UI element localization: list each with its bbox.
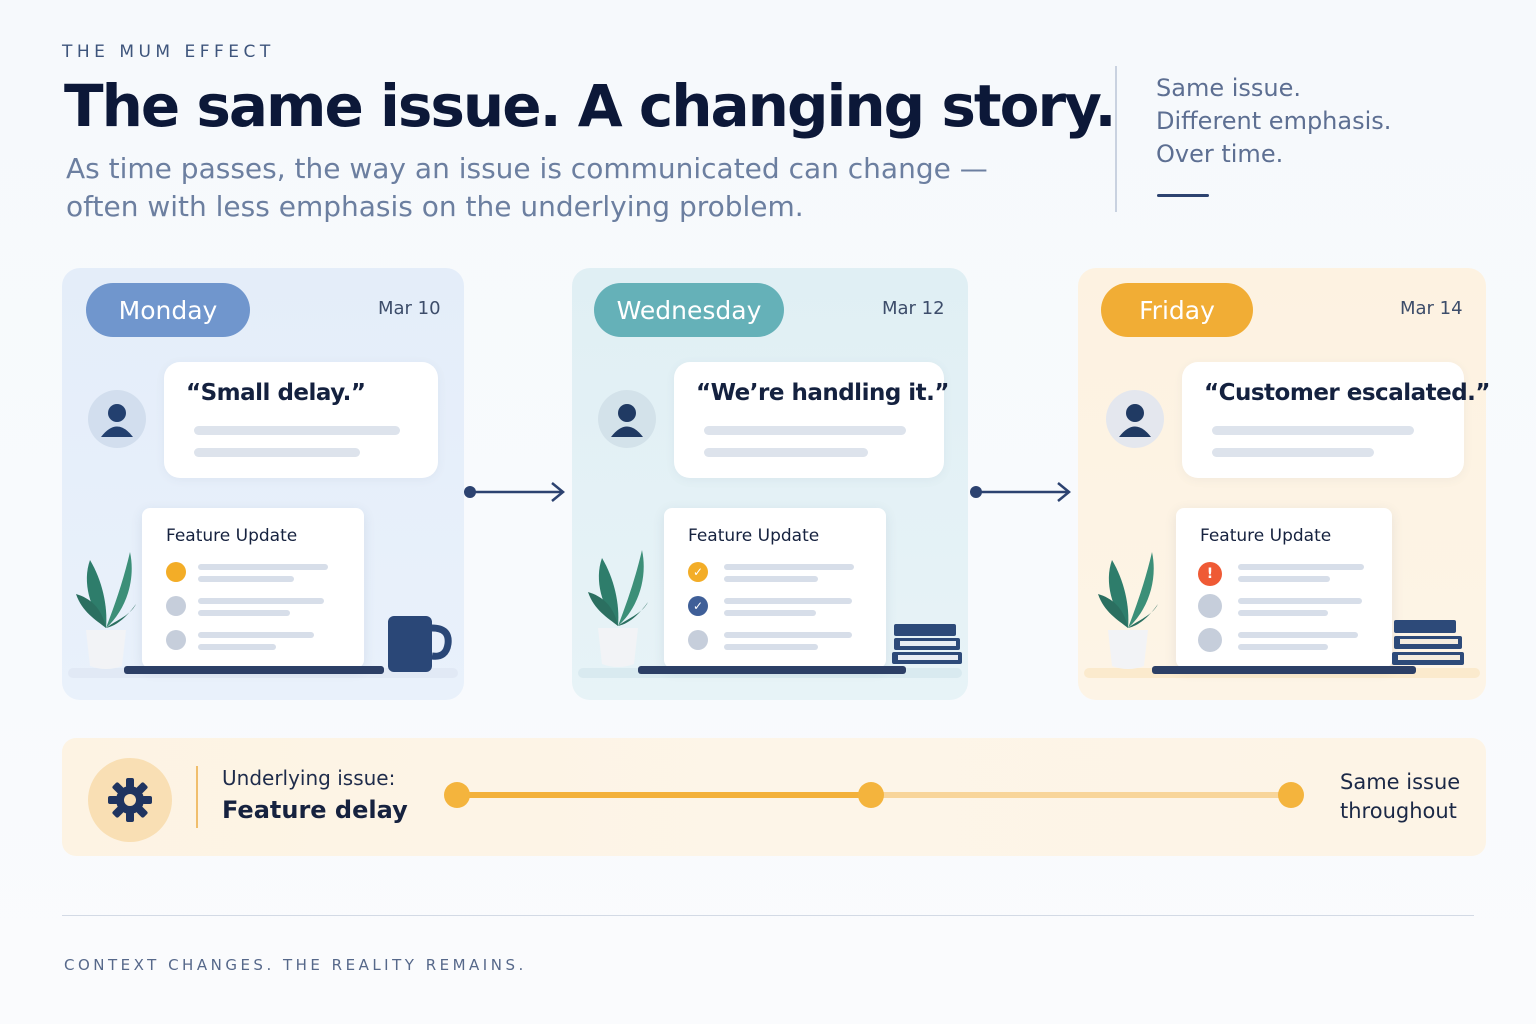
neutral-status-dot: [166, 596, 186, 616]
neutral-status-dot: [1198, 594, 1222, 618]
day-date: Mar 10: [378, 298, 441, 319]
page-title: The same issue. A changing story.: [64, 72, 1117, 140]
doc-title: Feature Update: [688, 526, 820, 546]
text-placeholder: [1212, 426, 1414, 435]
check-icon: ✓: [688, 562, 708, 582]
line-placeholder: [198, 576, 294, 582]
feature-update-doc: Feature Update !: [1176, 508, 1392, 668]
neutral-status-dot: [1198, 628, 1222, 652]
day-card-monday: Monday Mar 10 “Small delay.” Feature Upd…: [62, 268, 464, 700]
timeline-track: [872, 792, 1292, 798]
line-placeholder: [1238, 564, 1364, 570]
text-placeholder: [1212, 448, 1374, 457]
page-subtitle: As time passes, the way an issue is comm…: [66, 150, 1026, 226]
mug-icon: [388, 616, 452, 672]
issue-summary-line-2: throughout: [1340, 799, 1457, 823]
quote-text: “We’re handling it.”: [696, 380, 950, 406]
day-card-friday: Friday Mar 14 “Customer escalated.” Feat…: [1078, 268, 1491, 700]
feature-update-doc: Feature Update ✓ ✓: [664, 508, 886, 668]
line-placeholder: [198, 598, 324, 604]
eyebrow-label: THE MUM EFFECT: [62, 42, 275, 62]
day-pill: Wednesday: [594, 283, 784, 337]
day-pill: Friday: [1101, 283, 1253, 337]
issue-summary: Same issue throughout: [1340, 768, 1460, 826]
aside-line-1: Same issue.: [1156, 74, 1301, 102]
subtitle-line-1: As time passes, the way an issue is comm…: [66, 152, 988, 185]
timeline-arrow-icon: [464, 482, 565, 502]
aside-line-2: Different emphasis.: [1156, 107, 1392, 135]
line-placeholder: [1238, 598, 1362, 604]
line-placeholder: [724, 576, 818, 582]
line-placeholder: [724, 564, 854, 570]
text-placeholder: [194, 426, 400, 435]
plant-icon: [1098, 552, 1158, 669]
issue-label: Underlying issue:: [222, 766, 396, 790]
line-placeholder: [198, 632, 314, 638]
day-date: Mar 14: [1400, 298, 1463, 319]
speech-bubble: “Customer escalated.”: [1182, 362, 1491, 478]
avatar: [88, 390, 146, 448]
plant-icon: [76, 552, 136, 669]
books-icon: [1392, 620, 1464, 665]
alert-icon: !: [1198, 562, 1222, 586]
aside-line-3: Over time.: [1156, 140, 1284, 168]
gear-icon: [108, 778, 152, 822]
timeline-track: [458, 792, 872, 798]
timeline-arrow-icon: [970, 482, 1071, 502]
pending-status-dot: [166, 562, 186, 582]
check-icon: ✓: [688, 596, 708, 616]
avatar: [1106, 390, 1164, 448]
speech-bubble: “Small delay.”: [164, 362, 438, 478]
underlying-issue-strip: Underlying issue: Feature delay Same iss…: [62, 738, 1486, 856]
doc-title: Feature Update: [1200, 526, 1332, 546]
line-placeholder: [198, 644, 276, 650]
doc-title: Feature Update: [166, 526, 298, 546]
aside-divider: [1115, 66, 1117, 212]
feature-update-doc: Feature Update: [142, 508, 364, 668]
neutral-status-dot: [166, 630, 186, 650]
neutral-status-dot: [688, 630, 708, 650]
line-placeholder: [1238, 610, 1328, 616]
line-placeholder: [1238, 644, 1328, 650]
text-placeholder: [704, 426, 906, 435]
footer-tagline: CONTEXT CHANGES. THE REALITY REMAINS.: [64, 956, 527, 974]
text-placeholder: [704, 448, 868, 457]
day-card-wednesday: Wednesday Mar 12 “We’re handling it.” Fe…: [572, 268, 968, 700]
quote-text: “Customer escalated.”: [1204, 380, 1491, 406]
laptop-base: [124, 666, 384, 674]
subtitle-line-2: often with less emphasis on the underlyi…: [66, 190, 804, 223]
speech-bubble: “We’re handling it.”: [674, 362, 950, 478]
line-placeholder: [724, 644, 818, 650]
laptop-base: [638, 666, 906, 674]
timeline-node: [858, 782, 884, 808]
day-date: Mar 12: [882, 298, 945, 319]
day-pill: Monday: [86, 283, 250, 337]
person-icon: [1119, 404, 1151, 437]
line-placeholder: [724, 632, 852, 638]
gear-badge: [88, 758, 172, 842]
quote-text: “Small delay.”: [186, 380, 366, 406]
timeline-node: [1278, 782, 1304, 808]
timeline-node: [444, 782, 470, 808]
line-placeholder: [198, 610, 290, 616]
avatar: [598, 390, 656, 448]
laptop-base: [1152, 666, 1416, 674]
books-icon: [892, 624, 962, 664]
line-placeholder: [198, 564, 328, 570]
aside-accent-dash: [1157, 194, 1209, 197]
line-placeholder: [1238, 576, 1330, 582]
issue-value: Feature delay: [222, 796, 408, 824]
line-placeholder: [724, 610, 816, 616]
person-icon: [611, 404, 643, 437]
strip-divider: [196, 766, 198, 828]
person-icon: [101, 404, 133, 437]
footer-divider: [62, 915, 1474, 916]
line-placeholder: [1238, 632, 1358, 638]
line-placeholder: [724, 598, 852, 604]
plant-icon: [588, 550, 648, 667]
text-placeholder: [194, 448, 360, 457]
issue-summary-line-1: Same issue: [1340, 770, 1461, 794]
